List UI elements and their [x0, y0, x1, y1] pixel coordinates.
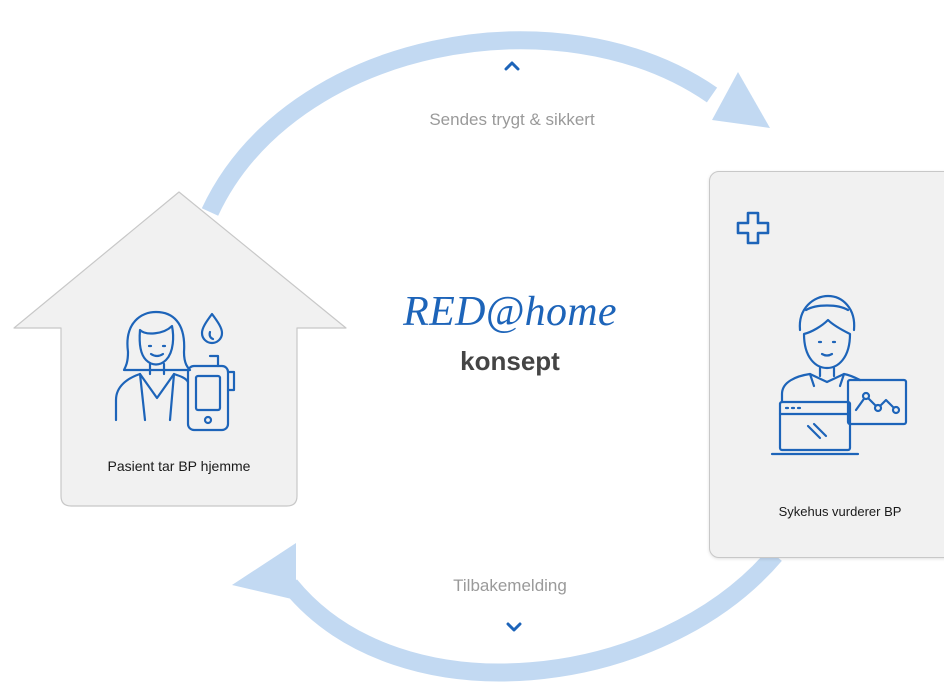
hospital-card: Sykehus vurderer BP [709, 171, 944, 558]
top-flow-arrow [201, 31, 770, 216]
chevron-down-icon [506, 622, 522, 632]
patient-with-bp-device-icon [114, 310, 236, 432]
brand-title: RED@home [403, 289, 617, 335]
bottom-flow-label: Tilbakemelding [453, 576, 567, 595]
chevron-up-icon [504, 61, 520, 71]
hospital-label: Sykehus vurderer BP [778, 504, 902, 519]
brand-subtitle: konsept [460, 346, 560, 376]
doctor-with-screen-chart-icon [770, 294, 908, 456]
bottom-flow-arrow [232, 543, 782, 682]
patient-house-card [13, 191, 347, 507]
medical-cross-icon [736, 211, 770, 245]
top-flow-label: Sendes trygt & sikkert [429, 110, 595, 129]
patient-label: Pasient tar BP hjemme [107, 458, 251, 474]
